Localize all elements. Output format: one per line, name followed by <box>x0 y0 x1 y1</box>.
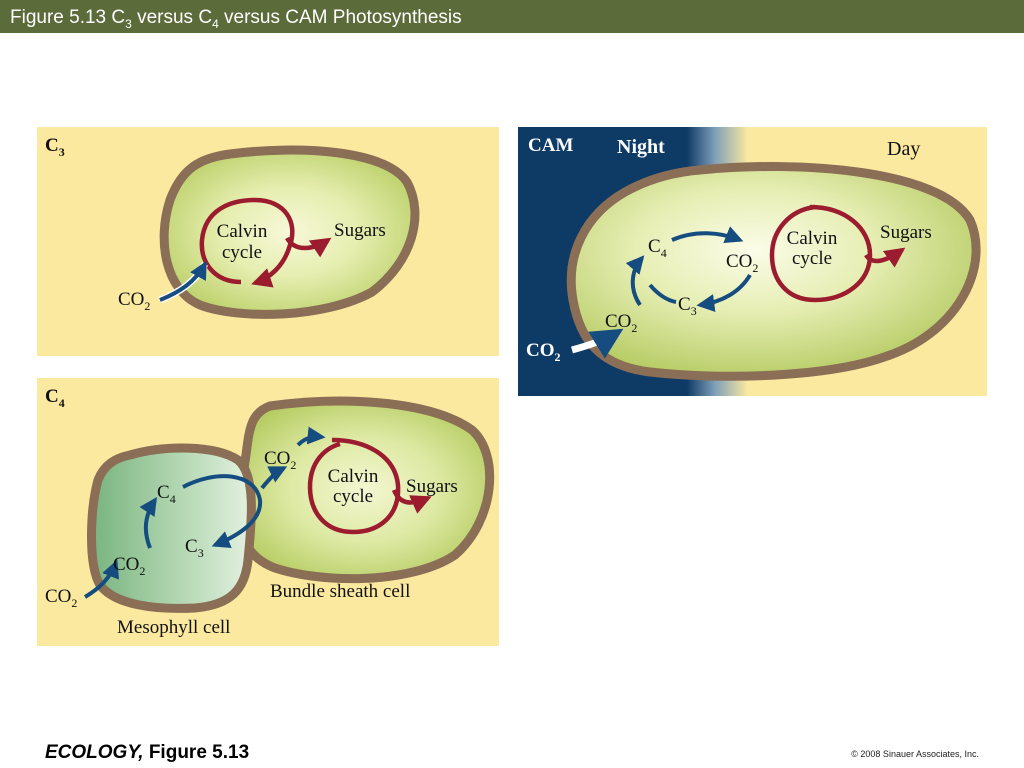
cam-co2-entry-arrow <box>571 328 624 359</box>
c3-panel: C3 Calvin cycle Sugars CO2 <box>37 127 499 356</box>
c3-sugars-arrow <box>285 236 332 258</box>
c3-panel-label: C3 <box>45 135 65 159</box>
cam-co2-to-c4-arrow <box>625 255 645 307</box>
c3-calvin-label-line1: Calvin <box>217 221 268 242</box>
c4-calvin-cycle-arrow <box>307 437 401 535</box>
c4-c4-to-bundle-arrow <box>182 474 263 549</box>
figure-credit: ECOLOGY, Figure 5.13 <box>45 742 250 763</box>
cam-sugars-label: Sugars <box>880 222 932 243</box>
cam-calvin-label-line2: cycle <box>792 248 832 269</box>
c4-calvin-label-line1: Calvin <box>328 466 379 487</box>
c3-cell <box>159 145 420 319</box>
c4-release-co2-arrow <box>260 466 288 490</box>
c3-calvin-label-line2: cycle <box>222 242 262 263</box>
cam-sugars-arrow <box>864 247 906 268</box>
cam-panel: CAM Night Day Calvin cycle Sugars C4 CO2… <box>518 127 987 396</box>
c4-c3-label: C3 <box>185 536 204 560</box>
c4-co2-to-calvin-arrow <box>296 426 326 447</box>
cam-co2-release-label: CO2 <box>726 251 758 275</box>
cam-co2-outside-label: CO2 <box>526 340 561 364</box>
cam-calvin-cycle-arrow <box>769 204 873 303</box>
c4-co2-bundle-label: CO2 <box>264 448 296 472</box>
c4-co2-outside-arrow <box>83 559 120 599</box>
cam-co2-to-c3-arrow <box>696 273 752 312</box>
cam-day-label: Day <box>887 138 920 160</box>
c4-panel-label: C4 <box>45 386 65 410</box>
c3-calvin-cycle-arrow <box>199 197 295 288</box>
cam-calvin-label-line1: Calvin <box>787 228 838 249</box>
c4-calvin-label-line2: cycle <box>333 486 373 507</box>
cam-c3-label: C3 <box>678 294 697 318</box>
title-bar: Figure 5.13 C3 versus C4 versus CAM Phot… <box>0 0 1024 33</box>
c4-co2-mesophyll-label: CO2 <box>113 554 145 578</box>
c4-co2-to-c4-arrow <box>139 497 157 549</box>
c4-panel: C4 Calvin cycle Sugars CO2 C4 C3 CO2 CO2… <box>37 378 499 646</box>
cam-c4-to-co2-arrow <box>671 226 744 244</box>
mesophyll-cell-label: Mesophyll cell <box>117 617 230 638</box>
slide-title: Figure 5.13 C3 versus C4 versus CAM Phot… <box>10 7 462 31</box>
mesophyll-cell <box>87 443 256 613</box>
c4-co2-outside-label: CO2 <box>45 586 77 610</box>
c3-sugars-label: Sugars <box>334 220 386 241</box>
cam-co2-inner-label: CO2 <box>605 311 637 335</box>
c4-sugars-arrow <box>391 489 432 514</box>
cam-panel-label: CAM <box>528 135 573 156</box>
copyright-notice: © 2008 Sinauer Associates, Inc. <box>851 749 979 759</box>
cam-night-label: Night <box>617 136 665 158</box>
cam-c3-return-arrow <box>648 283 677 304</box>
cam-c4-label: C4 <box>648 236 667 260</box>
c4-sugars-label: Sugars <box>406 476 458 497</box>
c4-c4-label: C4 <box>157 482 176 506</box>
c3-co2-label: CO2 <box>118 289 150 313</box>
bundle-sheath-cell-label: Bundle sheath cell <box>270 581 410 602</box>
